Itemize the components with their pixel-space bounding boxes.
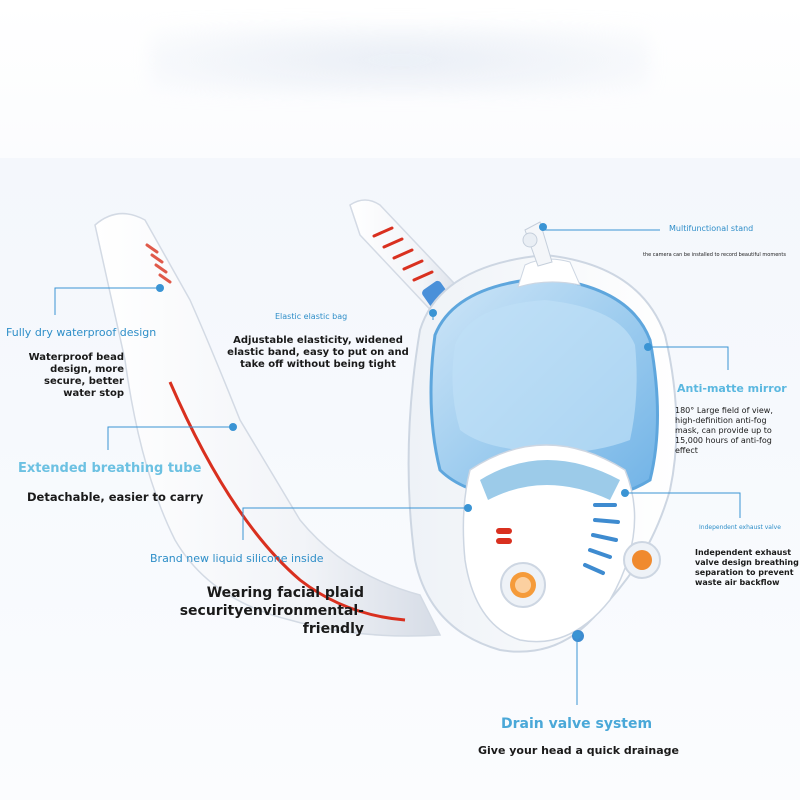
mirror-desc: 180° Large field of view, high-definitio… [675,406,773,455]
mirror-title: Anti-matte mirror [677,382,787,395]
exhaust-desc: Independent exhaust valve design breathi… [695,548,799,587]
blurred-header [150,25,650,95]
facial-plaid-text: Wearing facial plaid securityenvironment… [179,585,364,637]
drain-title: Drain valve system [501,716,653,732]
stand-desc: the camera can be installed to record be… [643,252,787,258]
top-band [0,0,800,158]
silicone-title: Brand new liquid silicone inside [150,552,324,565]
stand-title: Multifunctional stand [669,224,754,233]
elastic-bag-title: Elastic elastic bag [275,312,348,321]
callout-dots [156,223,652,639]
exhaust-title: Independent exhaust valve [699,524,781,531]
elastic-bag-desc: Adjustable elasticity, widened elastic b… [227,335,409,370]
breathing-tube-desc: Detachable, easier to carry [27,490,204,504]
left-tube [94,212,442,637]
waterproof-design-desc: Waterproof bead design, more secure, bet… [28,352,124,399]
mask-body [407,221,678,653]
drain-desc: Give your head a quick drainage [478,744,679,757]
breathing-tube-title: Extended breathing tube [18,461,202,476]
waterproof-design-title: Fully dry waterproof design [6,326,157,339]
